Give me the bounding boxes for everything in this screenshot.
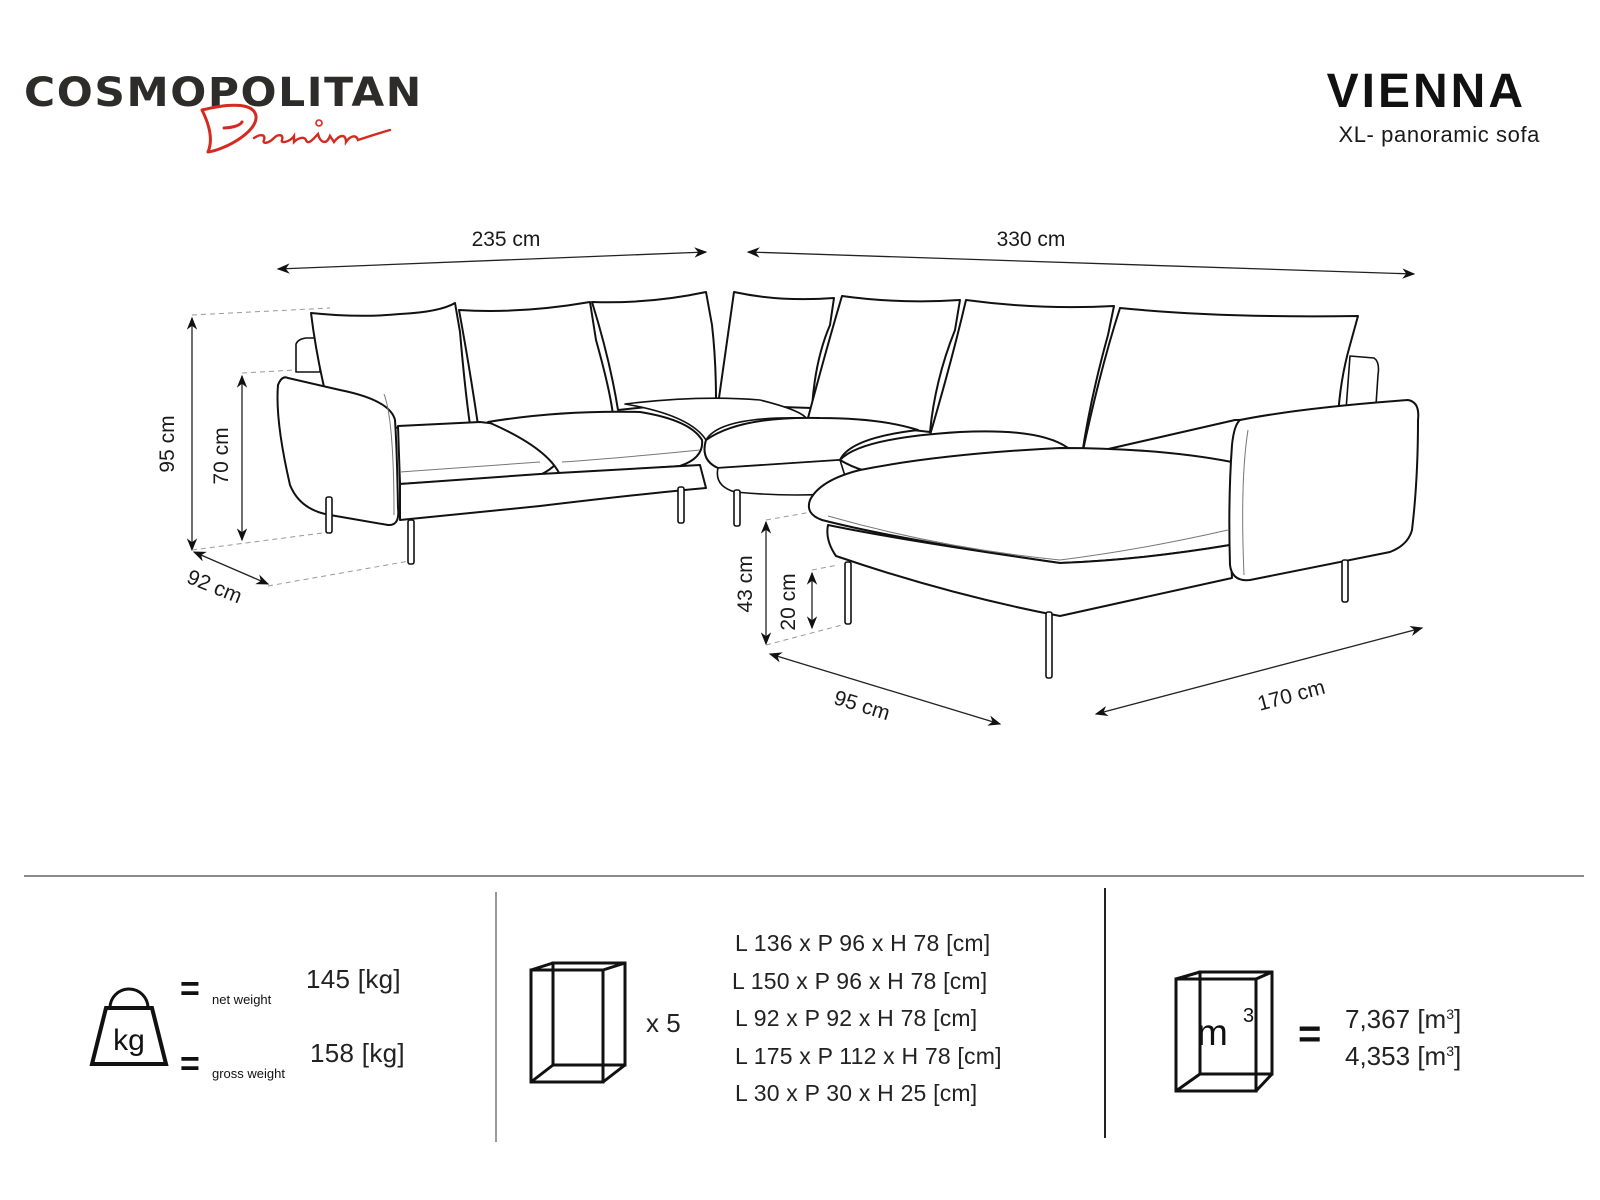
m3-icon-label: m (1197, 1012, 1228, 1053)
horizontal-divider (24, 875, 1584, 877)
volume-box-icon (1174, 970, 1274, 1093)
brand-script-design (200, 103, 392, 154)
box-icon (529, 961, 627, 1084)
weight-section: kg = net weight 145 [kg] = gross weight … (80, 950, 480, 1083)
package-item: L 30 x P 30 x H 25 [cm] (735, 1080, 978, 1106)
dim-left-depth: 92 cm (184, 566, 246, 609)
vertical-divider-1 (495, 892, 497, 1142)
dim-seat-height: 43 cm (734, 555, 757, 612)
volume-value-1: 7,367 [m3] (1345, 1004, 1462, 1034)
dim-chaise-length: 170 cm (1255, 676, 1327, 716)
net-weight-value: 145 [kg] (306, 964, 401, 994)
vertical-divider-2 (1104, 888, 1106, 1138)
net-equals-sign: = (180, 970, 200, 1008)
volume-equals-sign: = (1298, 1012, 1322, 1056)
net-weight-label: net weight (212, 992, 272, 1007)
gross-weight-value: 158 [kg] (310, 1038, 405, 1068)
product-name: VIENNA (1326, 65, 1526, 118)
dim-total-height: 95 cm (156, 415, 179, 472)
brand-name: COSMOPOLITAN (24, 70, 423, 116)
product-subtitle: XL- panoramic sofa (1338, 122, 1540, 147)
package-item: L 175 x P 112 x H 78 [cm] (735, 1042, 1002, 1069)
dim-left-width: 235 cm (472, 228, 541, 251)
dim-right-width: 330 cm (997, 228, 1066, 251)
volume-values: 7,367 [m3] 4,353 [m3] (1345, 998, 1461, 1072)
dimension-lines (186, 247, 1424, 726)
sofa-legs (325, 486, 1349, 679)
svg-text:kg: kg (113, 1024, 145, 1057)
gross-equals-sign: = (180, 1045, 200, 1083)
dim-arm-height: 70 cm (210, 427, 233, 484)
package-dimensions-list: L 136 x P 96 x H 78 [cm] L 150 x P 96 x … (732, 925, 1002, 1113)
package-count: x 5 (646, 1008, 681, 1038)
sofa-outline (276, 291, 1420, 617)
packages-section: x 5 L 136 x P 96 x H 78 [cm] L 150 x P 9… (520, 900, 1080, 1130)
brand-logo: COSMOPOLITAN (24, 70, 424, 160)
volume-section: m 3 = 7,367 [m3] 4,353 [m3] (1160, 960, 1580, 1100)
kg-weight-icon: kg (89, 987, 169, 1066)
volume-value-2: 4,353 [m3] (1345, 1041, 1462, 1071)
sofa-technical-drawing: 235 cm 330 cm 95 cm 70 cm 92 cm 43 cm 20… (156, 228, 1424, 726)
m3-icon-exponent: 3 (1243, 1005, 1255, 1027)
package-item: L 150 x P 96 x H 78 [cm] (732, 967, 988, 994)
seam-lines (383, 393, 1249, 576)
gross-weight-label: gross weight (212, 1066, 285, 1081)
package-item: L 136 x P 96 x H 78 [cm] (735, 930, 991, 956)
product-header: VIENNA XL- panoramic sofa (1327, 66, 1540, 148)
dim-chaise-width: 95 cm (831, 686, 892, 725)
dim-leg-height: 20 cm (777, 573, 800, 630)
package-item: L 92 x P 92 x H 78 [cm] (735, 1005, 978, 1031)
